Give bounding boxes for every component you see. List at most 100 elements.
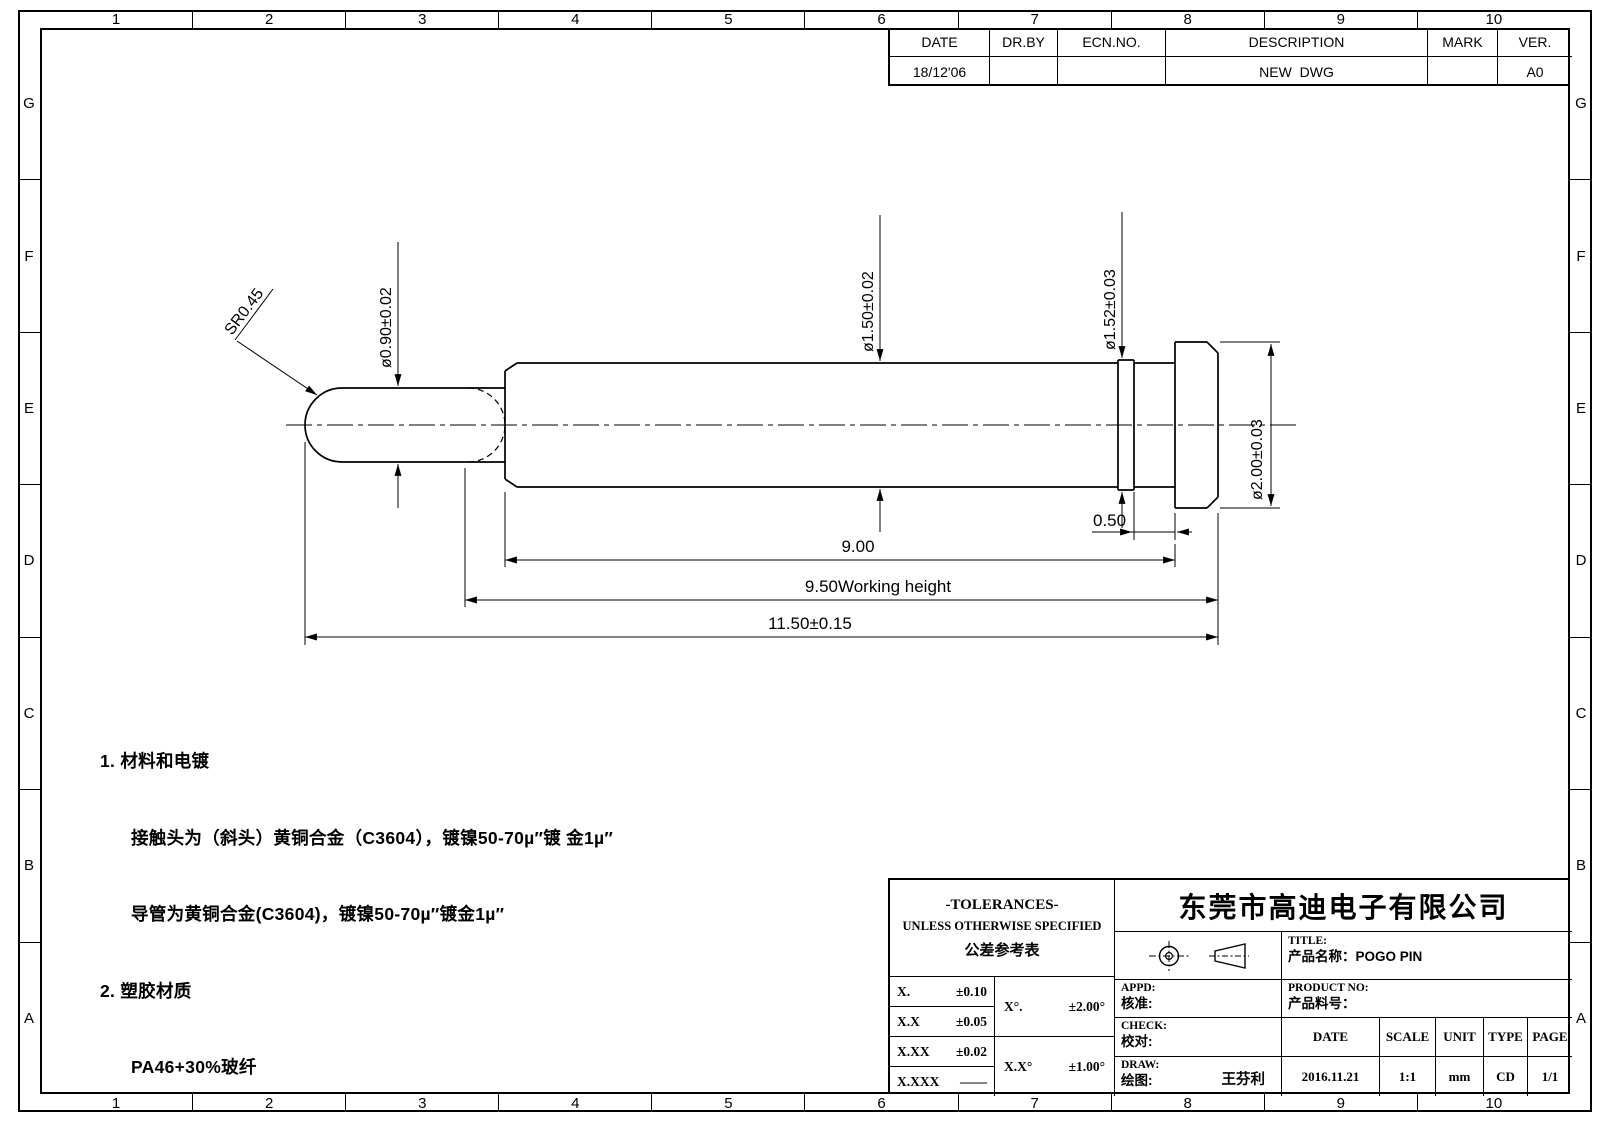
grid-col-label: 5 [651, 1094, 804, 1112]
draw-cell: DRAW: 绘图: 王芬利 [1115, 1057, 1282, 1096]
grid-col-label: 6 [804, 10, 957, 28]
tolerance-panel: -TOLERANCES- UNLESS OTHERWISE SPECIFIED … [890, 880, 1115, 1096]
rev-header-mark: MARK [1428, 28, 1498, 57]
rev-entry-ver: A0 [1526, 63, 1544, 80]
grid-row-label: B [18, 789, 40, 941]
grid-row-label: A [1570, 941, 1592, 1094]
info-value-unit: mm [1436, 1057, 1484, 1096]
tolerance-label: X.X [897, 1013, 920, 1029]
tolerance-value: ±0.05 [955, 1013, 987, 1029]
info-header-scale: SCALE [1380, 1018, 1436, 1056]
grid-row-label: E [18, 331, 40, 484]
grid-row-label: D [18, 484, 40, 636]
grid-row-label: B [1570, 789, 1592, 941]
border-row-labels-left: G F E D C B A [18, 28, 40, 1094]
grid-col-label: 8 [1110, 1094, 1264, 1112]
grid-row-label: A [18, 941, 40, 1094]
grid-col-label: 10 [1416, 1094, 1570, 1112]
grid-col-label: 9 [1263, 10, 1417, 28]
grid-col-label: 2 [192, 1094, 345, 1112]
grid-row-label: E [1570, 331, 1592, 484]
info-header-row: DATE SCALE UNIT TYPE PAGE [1282, 1018, 1572, 1057]
draw-label: DRAW: [1121, 1059, 1160, 1071]
company-name: 东莞市高迪电子有限公司 [1115, 880, 1572, 932]
check-cell: CHECK: 校对: [1115, 1018, 1282, 1057]
grid-col-label: 8 [1110, 10, 1264, 28]
title-block: -TOLERANCES- UNLESS OTHERWISE SPECIFIED … [888, 878, 1572, 1096]
product-no-label: PRODUCT NO: [1288, 982, 1369, 994]
note-line: 2. 塑胶材质 [100, 980, 192, 1001]
note-line: 1. 材料和电镀 [100, 751, 210, 771]
appd-label-cn: 核准: [1121, 996, 1153, 1011]
grid-row-label: F [18, 179, 40, 331]
grid-col-label: 1 [111, 1094, 121, 1112]
tolerance-row: X.X ±0.05 [890, 1007, 994, 1037]
check-label: CHECK: [1121, 1020, 1167, 1032]
grid-col-label: 9 [1263, 1094, 1417, 1112]
grid-col-label: 7 [957, 1094, 1111, 1112]
tolerance-value: ±0.10 [955, 983, 987, 999]
info-value-type: CD [1484, 1057, 1528, 1096]
tolerance-angle-row: X°. ±2.00° [995, 977, 1114, 1037]
projection-symbols [1115, 932, 1282, 980]
tolerance-label: X.X° [1004, 1058, 1033, 1074]
tolerance-value: ±1.00° [1068, 1058, 1105, 1074]
grid-col-label: 7 [957, 10, 1111, 28]
note-line: PA46+30%玻纤 [100, 1057, 257, 1077]
product-no-label-cn: 产品料号： [1288, 996, 1356, 1011]
info-header-unit: UNIT [1436, 1018, 1484, 1056]
technical-notes: 1. 材料和电镀 接触头为（斜头）黄铜合金（C3604），镀镍50-70µ″镀 … [100, 698, 613, 1122]
grid-col-label: 1 [111, 10, 121, 28]
grid-row-label: D [1570, 484, 1592, 636]
title-label: TITLE: [1288, 935, 1327, 947]
note-line: 接触头为（斜头）黄铜合金（C3604），镀镍50-70µ″镀 金1µ″ [100, 827, 614, 848]
tolerance-value: ±2.00° [1068, 998, 1105, 1014]
border-row-labels-right: G F E D C B A [1570, 28, 1592, 1094]
first-angle-projection-icon [1149, 940, 1189, 971]
border-column-labels-top: 1 2 3 4 5 6 7 8 9 10 [40, 10, 1570, 28]
grid-row-label: C [1570, 636, 1592, 789]
rev-entry-drby [990, 57, 1058, 86]
grid-row-label: G [1575, 95, 1587, 113]
grid-col-label: 3 [345, 10, 498, 28]
sheet-inner-border [40, 28, 1570, 1094]
grid-col-label: 10 [1416, 10, 1570, 28]
rev-entry-ecnno [1058, 57, 1166, 86]
tolerances-title: -TOLERANCES- [945, 896, 1059, 913]
appd-label: APPD: [1121, 982, 1156, 994]
tolerance-header: -TOLERANCES- UNLESS OTHERWISE SPECIFIED … [890, 880, 1114, 977]
grid-row-label: C [18, 636, 40, 789]
tolerance-linear-col: X. ±0.10 X.X ±0.05 X.XX ±0.02 X.XXX —— [890, 977, 995, 1096]
info-value-scale: 1:1 [1380, 1057, 1436, 1096]
tolerance-row: X. ±0.10 [890, 977, 994, 1007]
grid-row-label: F [1570, 179, 1592, 331]
info-header-date: DATE [1282, 1018, 1380, 1056]
info-value-date: 2016.11.21 [1282, 1057, 1380, 1096]
tolerance-angle-col: X°. ±2.00° X.X° ±1.00° [995, 977, 1114, 1096]
tolerance-value: —— [960, 1073, 987, 1089]
tolerance-row: X.XXX —— [890, 1067, 994, 1096]
tolerance-label: X. [897, 983, 911, 999]
tolerance-label: X.XXX [897, 1073, 940, 1089]
border-column-labels-bottom: 1 2 3 4 5 6 7 8 9 10 [40, 1094, 1570, 1112]
tolerance-label: X°. [1004, 998, 1023, 1014]
tolerances-subtitle: UNLESS OTHERWISE SPECIFIED [902, 918, 1102, 933]
title-cell: TITLE: 产品名称：POGO PIN [1282, 932, 1572, 980]
note-line: 导管为黄铜合金(C3604)，镀镍50-70µ″镀金1µ″ [100, 904, 505, 924]
product-name-value: POGO PIN [1355, 949, 1423, 964]
rev-entry-mark [1428, 57, 1498, 86]
draw-label-cn: 绘图: [1121, 1073, 1153, 1088]
grid-col-label: 3 [345, 1094, 498, 1112]
grid-row-label: G [23, 95, 35, 113]
product-name-label: 产品名称： [1288, 949, 1356, 964]
rev-entry-date: 18/12'06 [890, 57, 990, 86]
check-label-cn: 校对: [1121, 1034, 1153, 1049]
rev-header-ecnno: ECN.NO. [1058, 28, 1166, 57]
grid-col-label: 2 [192, 10, 345, 28]
revision-table: DATE DR.BY ECN.NO. DESCRIPTION MARK VER.… [888, 28, 1572, 86]
tolerances-subtitle-cn: 公差参考表 [964, 941, 1040, 959]
projection-cone-icon [1209, 942, 1249, 969]
tolerance-row: X.XX ±0.02 [890, 1037, 994, 1067]
rev-header-drby: DR.BY [990, 28, 1058, 57]
